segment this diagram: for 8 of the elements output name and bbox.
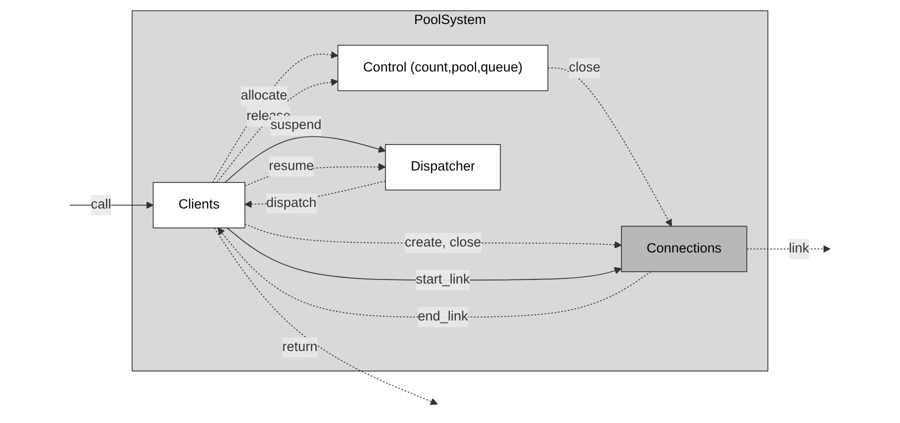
process-box: Clients [152,182,246,228]
arrow [547,68,672,227]
arrow [214,228,438,406]
arrow [224,136,386,183]
process-box: Dispatcher [385,144,501,190]
arrow [217,228,652,318]
process-box: Control (count,pool,queue) [337,44,548,92]
process-box: Connections [621,226,748,272]
